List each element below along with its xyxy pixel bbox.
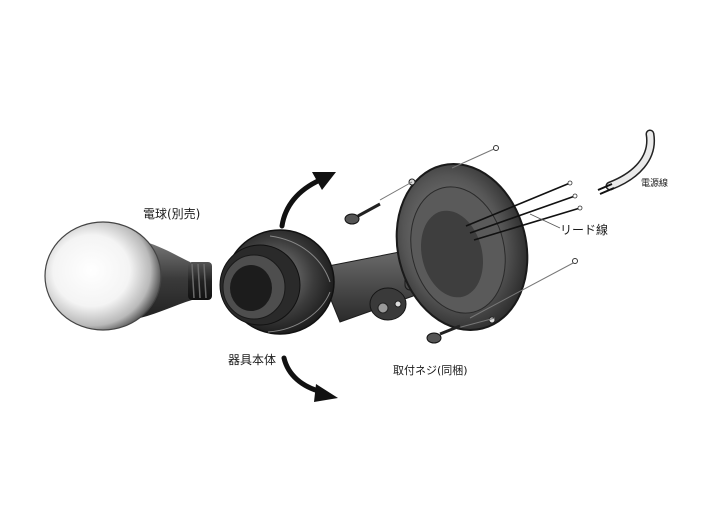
rotation-arrow-upper-head <box>312 172 336 190</box>
fixture-body <box>219 229 335 335</box>
leader-lead-wire <box>529 213 561 229</box>
screw-bottom-right <box>572 258 578 264</box>
lead-wire-label: リード線 <box>560 223 609 237</box>
light-bulb <box>44 221 212 331</box>
screw-upper-left <box>344 202 381 225</box>
bulb-glass <box>44 221 162 331</box>
rotation-arrow-lower-head <box>314 384 338 402</box>
mounting-base <box>394 163 529 331</box>
screw-top-right <box>493 145 499 151</box>
power-wire-label: 電源線 <box>641 179 669 189</box>
mounting-screw-label: 取付ネジ(同梱) <box>393 364 468 377</box>
lead-wires <box>465 182 581 241</box>
bulb-label: 電球(別売) <box>143 207 201 221</box>
fixture-body-label: 器具本体 <box>228 353 277 367</box>
rotation-arrow-upper <box>279 177 323 229</box>
power-cable <box>597 129 656 195</box>
screw-lower-left <box>426 324 461 344</box>
